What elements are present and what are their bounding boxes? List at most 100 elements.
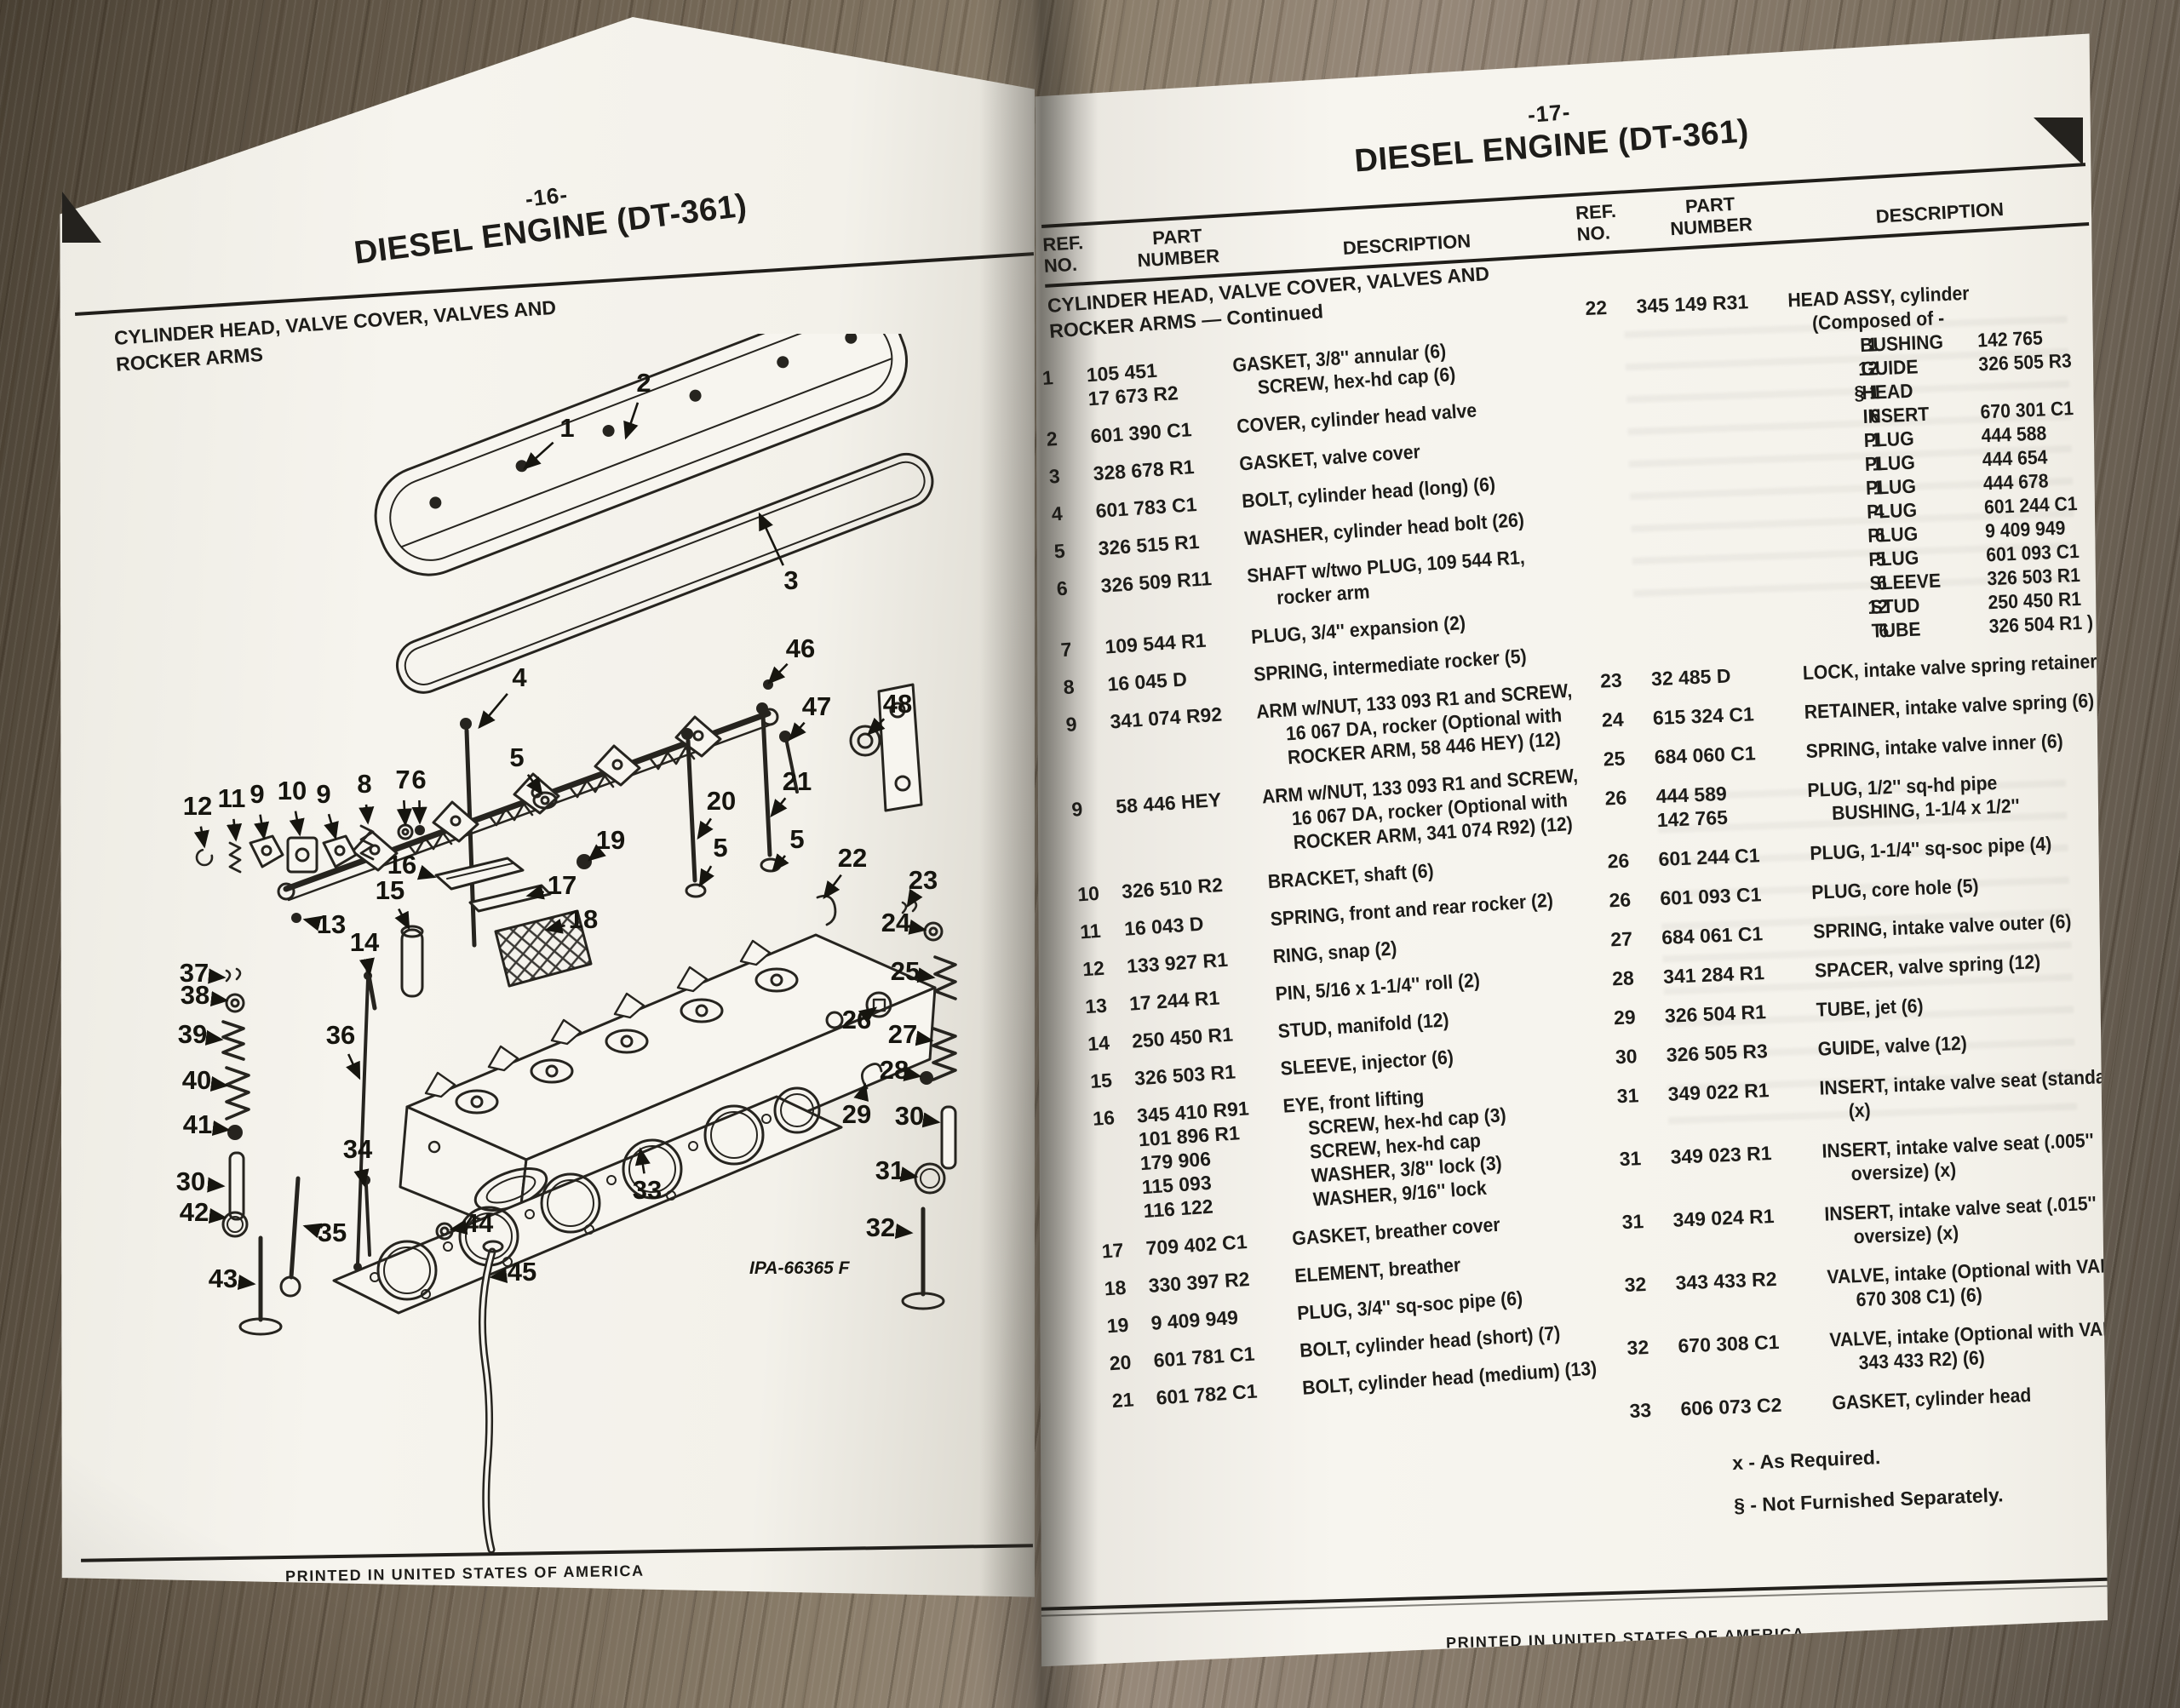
callout-number: 43 <box>209 1264 238 1293</box>
callout-arrow <box>411 800 427 825</box>
callout-arrow <box>302 915 322 931</box>
callout-number: 39 <box>178 1019 207 1049</box>
callout-arrow <box>906 888 923 908</box>
callout-number: 40 <box>182 1065 211 1095</box>
callout-number: 30 <box>895 1101 924 1131</box>
footnote: § - Not Furnished Separately. <box>1733 1483 2004 1517</box>
callout-number: 15 <box>376 875 404 905</box>
callout-number: 16 <box>387 850 416 880</box>
callout-arrow <box>823 874 842 900</box>
callout-number: 23 <box>909 865 938 895</box>
callout-number: 36 <box>326 1020 355 1050</box>
callout-arrow <box>209 990 229 1007</box>
callout-arrow <box>894 1223 914 1240</box>
callout-number: 11 <box>218 783 246 813</box>
callout-number: 46 <box>786 633 815 663</box>
callout-number: 42 <box>180 1197 209 1227</box>
callout-number: 20 <box>707 786 736 816</box>
callout-arrow <box>858 1006 878 1024</box>
callout-number: 35 <box>318 1218 347 1247</box>
callout-number: 24 <box>881 908 911 937</box>
callout-arrow <box>204 1029 224 1046</box>
callout-number: 45 <box>508 1257 536 1287</box>
printed-in-usa: PRINTED IN UNITED STATES OF AMERICA <box>1445 1625 1805 1652</box>
callout-arrow <box>353 1168 370 1188</box>
callout-arrow <box>359 957 375 977</box>
callout-number: 13 <box>317 909 346 939</box>
callout-number: 17 <box>548 870 577 900</box>
callout-number: 1 <box>559 413 574 443</box>
callout-arrow <box>359 804 375 825</box>
callout-arrow <box>698 865 714 888</box>
callout-number: 33 <box>633 1175 662 1205</box>
callout-arrow <box>767 662 789 685</box>
table-footnotes: x - As Required.§ - Not Furnished Separa… <box>1732 1434 2108 1517</box>
callout-number: 22 <box>838 843 867 873</box>
callout-arrow <box>324 813 339 840</box>
callout-number: 10 <box>278 776 307 805</box>
callout-arrow <box>921 1112 941 1128</box>
callout-arrow <box>525 774 543 796</box>
callout-arrow <box>903 1066 922 1081</box>
callout-arrow <box>209 1075 229 1092</box>
callout-number: 47 <box>802 691 831 721</box>
callout-number: 2 <box>636 368 651 398</box>
engine-art <box>195 334 957 1554</box>
callout-arrow <box>211 1120 231 1137</box>
callout-number: 32 <box>866 1212 895 1242</box>
callout-arrow <box>478 693 508 729</box>
callout-number: 41 <box>183 1109 212 1139</box>
col-ref-header: REF.NO. <box>1575 199 1617 245</box>
callout-number: 12 <box>183 791 212 821</box>
callout-number: 5 <box>713 833 727 863</box>
callout-number: 27 <box>888 1019 917 1049</box>
callout-number: 18 <box>569 904 598 934</box>
callout-arrow <box>623 402 640 440</box>
callout-number: 31 <box>875 1155 904 1185</box>
exploded-parts-diagram: 1234464748520211912119109876161517181314… <box>176 334 957 1554</box>
callout-arrow <box>772 853 789 873</box>
callout-number: 21 <box>783 766 812 796</box>
callout-arrow <box>915 1030 934 1046</box>
callout-arrow <box>588 844 606 862</box>
callout-arrow <box>634 1147 651 1174</box>
manual-page-16: -16- DIESEL ENGINE (DT-361) CYLINDER HEA… <box>60 17 1035 1597</box>
callout-number: 8 <box>357 769 371 799</box>
callout-number: 5 <box>509 742 524 772</box>
callout-number: 3 <box>783 565 798 595</box>
callout-arrow <box>525 884 545 900</box>
callout-number: 19 <box>596 825 625 855</box>
callout-arrow <box>758 512 784 566</box>
callout-number: 9 <box>250 779 264 809</box>
callout-arrow <box>416 864 437 880</box>
callout-number: 29 <box>842 1099 871 1129</box>
callout-number: 28 <box>880 1055 909 1085</box>
callout-number: 25 <box>891 956 920 986</box>
callout-arrow <box>193 826 209 849</box>
footer-rule <box>1035 1577 2108 1611</box>
callout-arrow <box>226 818 243 842</box>
callout-arrow <box>254 814 270 840</box>
callout-arrow <box>867 717 886 736</box>
callout-number: 48 <box>883 689 912 719</box>
